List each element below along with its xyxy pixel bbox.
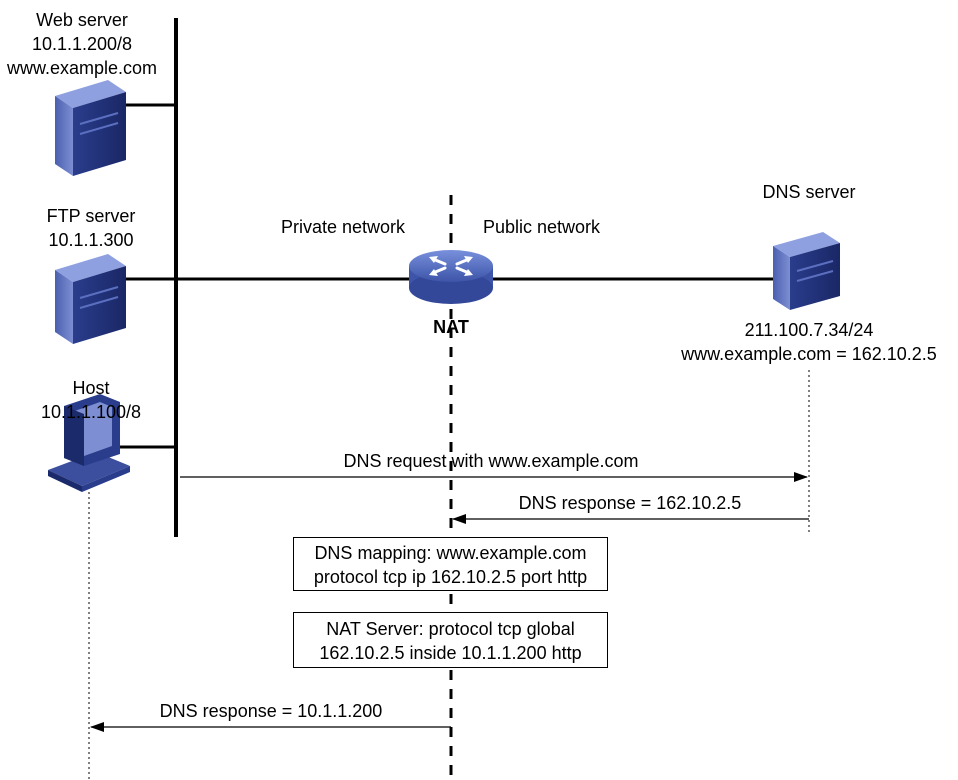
- dns-mapping-line2: protocol tcp ip 162.10.2.5 port http: [313, 567, 588, 587]
- host-ip: 10.1.1.100/8: [40, 402, 142, 422]
- nat-router-icon: [409, 250, 493, 304]
- nat-server-line2: 162.10.2.5 inside 10.1.1.200 http: [319, 643, 582, 663]
- dns-response-private-label: DNS response = 10.1.1.200: [159, 701, 383, 721]
- dns-response-public-label: DNS response = 162.10.2.5: [518, 493, 742, 513]
- dns-request-label: DNS request with www.example.com: [343, 451, 639, 471]
- dns-server-name: DNS server: [762, 182, 856, 202]
- ftp-server-icon: [55, 254, 126, 344]
- dns-server-record: www.example.com = 162.10.2.5: [681, 344, 937, 364]
- dns-mapping-box: DNS mapping: www.example.com protocol tc…: [293, 537, 608, 591]
- ftp-server-ip: 10.1.1.300: [48, 230, 134, 250]
- host-name: Host: [72, 378, 110, 398]
- web-server-icon: [55, 80, 126, 176]
- private-network-label: Private network: [281, 217, 406, 237]
- nat-server-line1: NAT Server: protocol tcp global: [326, 619, 575, 639]
- ftp-server-name: FTP server: [46, 206, 136, 226]
- public-network-label: Public network: [483, 217, 601, 237]
- web-server-ip: 10.1.1.200/8: [31, 34, 133, 54]
- web-server-name: Web server: [36, 10, 128, 30]
- dns-mapping-line1: DNS mapping: www.example.com: [314, 543, 587, 563]
- web-server-domain: www.example.com: [6, 58, 158, 78]
- host-pc-icon: [48, 394, 130, 492]
- dns-server-icon: [773, 232, 840, 310]
- dns-server-ip: 211.100.7.34/24: [744, 320, 874, 340]
- nat-label: NAT: [433, 317, 469, 337]
- nat-server-box: NAT Server: protocol tcp global 162.10.2…: [293, 612, 608, 668]
